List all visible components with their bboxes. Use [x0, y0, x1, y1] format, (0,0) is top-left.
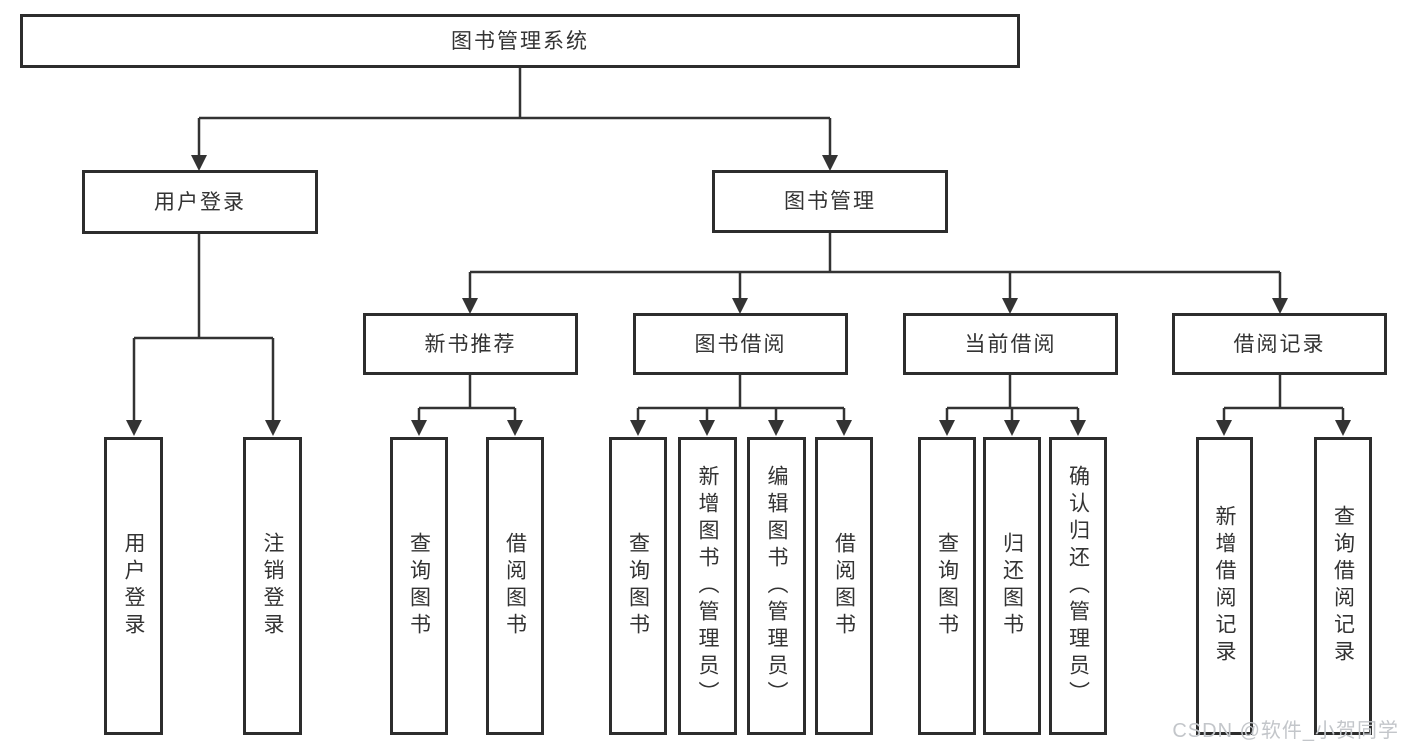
node-current-borrowing: 当前借阅 [903, 313, 1118, 375]
arrowheads [126, 155, 1351, 436]
node-book-management: 图书管理 [712, 170, 948, 233]
leaf-borrow-books-borrowing: 借阅图书 [815, 437, 873, 735]
leaf-query-books-current: 查询图书 [918, 437, 976, 735]
leaf-return-books: 归还图书 [983, 437, 1041, 735]
leaf-logout-login: 注销登录 [243, 437, 302, 735]
leaf-user-login: 用户登录 [104, 437, 163, 735]
leaf-edit-books-admin: 编辑图书（管理员） [747, 437, 806, 735]
node-book-borrowing: 图书借阅 [633, 313, 848, 375]
leaf-query-books-borrowing: 查询图书 [609, 437, 667, 735]
node-borrowing-records: 借阅记录 [1172, 313, 1387, 375]
leaf-add-borrowing-record: 新增借阅记录 [1196, 437, 1253, 735]
node-new-book-recommendation: 新书推荐 [363, 313, 578, 375]
node-root: 图书管理系统 [20, 14, 1020, 68]
leaf-query-borrowing-record: 查询借阅记录 [1314, 437, 1372, 735]
leaf-add-books-admin: 新增图书（管理员） [678, 437, 737, 735]
node-user-login: 用户登录 [82, 170, 318, 234]
leaf-confirm-return-admin: 确认归还（管理员） [1049, 437, 1107, 735]
leaf-borrow-books-recommend: 借阅图书 [486, 437, 544, 735]
leaf-query-books-recommend: 查询图书 [390, 437, 448, 735]
watermark: CSDN @软件_小贺同学 [1172, 720, 1399, 742]
